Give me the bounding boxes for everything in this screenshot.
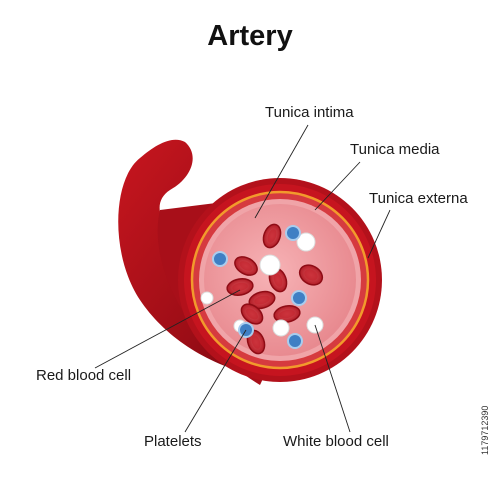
label-tunica-media: Tunica media	[350, 141, 440, 158]
leader-line-media	[314, 161, 361, 211]
leader-line-intima	[254, 124, 309, 219]
platelet	[285, 225, 301, 241]
white-blood-cell	[272, 319, 290, 337]
platelet	[291, 290, 307, 306]
label-red-blood-cell: Red blood cell	[36, 367, 132, 384]
label-tunica-externa: Tunica externa	[369, 190, 468, 207]
leader-line-externa	[367, 209, 391, 259]
tunica-media-ring	[190, 190, 370, 370]
leader-lines	[94, 124, 391, 433]
platelet	[287, 333, 303, 349]
white-blood-cell	[259, 254, 281, 276]
white-blood-cell	[296, 232, 316, 252]
rbc-centers	[232, 229, 318, 349]
leader-line-platelets	[184, 329, 247, 433]
platelet	[212, 251, 228, 267]
label-tunica-intima: Tunica intima	[265, 104, 354, 121]
white-blood-cell	[200, 291, 214, 305]
leader-line-rbc	[94, 289, 241, 369]
label-platelets: Platelets	[144, 433, 202, 450]
stock-id: 1179712390	[480, 405, 490, 455]
leader-line-wbc	[314, 324, 351, 433]
diagram-title: Artery	[207, 20, 293, 52]
platelets-group	[212, 225, 307, 349]
label-white-blood-cell: White blood cell	[283, 433, 389, 450]
artery-tube	[118, 139, 301, 380]
